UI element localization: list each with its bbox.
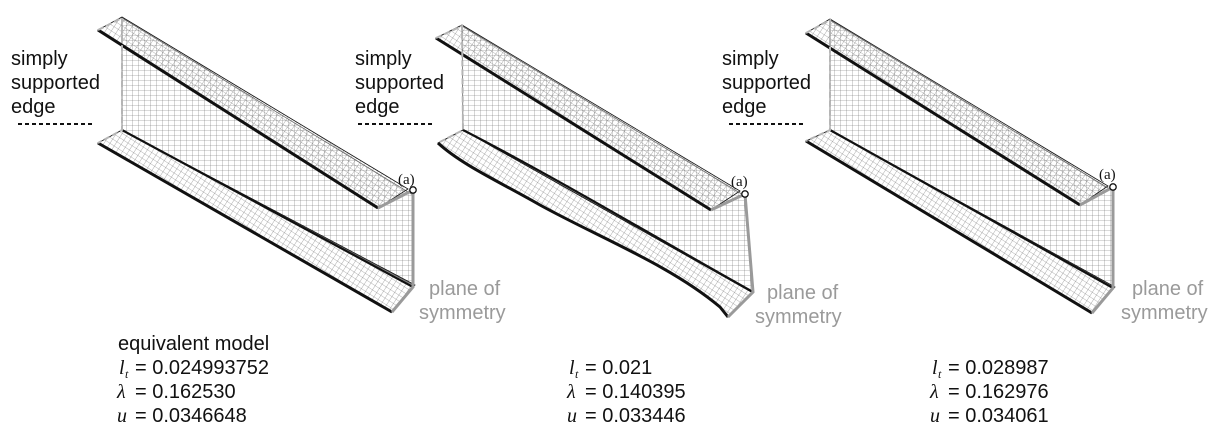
param-lt-2: l t = 0.021 [569, 357, 652, 381]
svg-text:= 0.028987: = 0.028987 [948, 357, 1049, 379]
plane-label-1-line-2: symmetry [419, 302, 506, 324]
svg-text:= 0.034061: = 0.034061 [948, 405, 1049, 427]
svg-text:= 0.140395: = 0.140395 [585, 381, 686, 403]
edge-label-2-line-1: simply [355, 48, 412, 70]
edge-label-3-line-1: simply [722, 48, 779, 70]
svg-text:u: u [567, 405, 577, 427]
plane-label-3-line-2: symmetry [1121, 302, 1208, 324]
support-line-2 [435, 24, 465, 144]
edge-label-1-line-3: edge [11, 96, 56, 118]
bottom-flange-edge-3 [805, 139, 1093, 315]
svg-text:l: l [119, 357, 125, 379]
plane-label-1-line-1: plane of [429, 278, 501, 300]
edge-label-2-line-2: supported [355, 72, 444, 94]
svg-text:= 0.0346648: = 0.0346648 [135, 405, 247, 427]
svg-text:u: u [930, 405, 940, 427]
svg-text:λ: λ [116, 381, 126, 403]
param-lt-1: l t = 0.024993752 [119, 357, 269, 381]
param-lambda-1: λ = 0.162530 [116, 381, 236, 403]
top-flange-edge-1 [97, 28, 379, 210]
bottom-flange-edge-2 [436, 141, 730, 318]
plane-label-3-line-1: plane of [1132, 278, 1204, 300]
plane-label-2-line-2: symmetry [755, 306, 842, 328]
plane-label-2-line-1: plane of [767, 282, 839, 304]
point-label-1: (a) [398, 172, 415, 188]
svg-text:λ: λ [929, 381, 939, 403]
edge-label-2-line-3: edge [355, 96, 400, 118]
web-flange-junction-3 [829, 129, 1114, 289]
edge-label-3-line-2: supported [722, 72, 811, 94]
svg-text:= 0.162530: = 0.162530 [135, 381, 236, 403]
bottom-flange-edge-1 [97, 141, 393, 314]
symmetry-plane-1 [377, 187, 415, 313]
param-lt-3: l t = 0.028987 [932, 357, 1049, 381]
svg-text:= 0.033446: = 0.033446 [585, 405, 686, 427]
edge-label-1-line-2: supported [11, 72, 100, 94]
svg-text:= 0.021: = 0.021 [585, 357, 652, 379]
point-a-marker-3 [1109, 183, 1117, 191]
svg-text:= 0.024993752: = 0.024993752 [135, 357, 269, 379]
svg-text:t: t [938, 367, 942, 381]
point-label-3: (a) [1099, 167, 1116, 183]
edge-label-3-line-3: edge [722, 96, 767, 118]
param-lambda-2: λ = 0.140395 [566, 381, 686, 403]
edge-label-1-line-1: simply [11, 48, 68, 70]
svg-text:t: t [125, 367, 129, 381]
model-title-1: equivalent model [118, 333, 269, 355]
param-u-3: u = 0.034061 [930, 405, 1049, 427]
beam-model-2 [358, 24, 755, 319]
svg-text:l: l [932, 357, 938, 379]
point-a-marker-1 [409, 186, 417, 194]
param-lambda-3: λ = 0.162976 [929, 381, 1049, 403]
web-flange-junction-2 [462, 129, 754, 293]
web-flange-junction-1 [121, 129, 414, 288]
svg-text:= 0.162976: = 0.162976 [948, 381, 1049, 403]
svg-text:u: u [117, 405, 127, 427]
support-line-3 [805, 18, 831, 142]
symmetry-plane-2 [710, 191, 755, 319]
top-flange-edge-2 [435, 36, 712, 212]
point-label-2: (a) [731, 174, 748, 190]
point-a-marker-2 [741, 190, 749, 198]
support-line-1 [97, 16, 123, 144]
param-u-2: u = 0.033446 [567, 405, 686, 427]
top-flange-edge-3 [805, 31, 1081, 207]
symmetry-plane-3 [1079, 184, 1115, 314]
svg-text:l: l [569, 357, 575, 379]
svg-text:λ: λ [566, 381, 576, 403]
beam-model-1 [18, 16, 417, 314]
beam-model-3 [729, 18, 1117, 315]
param-u-1: u = 0.0346648 [117, 405, 247, 427]
svg-text:t: t [575, 367, 579, 381]
